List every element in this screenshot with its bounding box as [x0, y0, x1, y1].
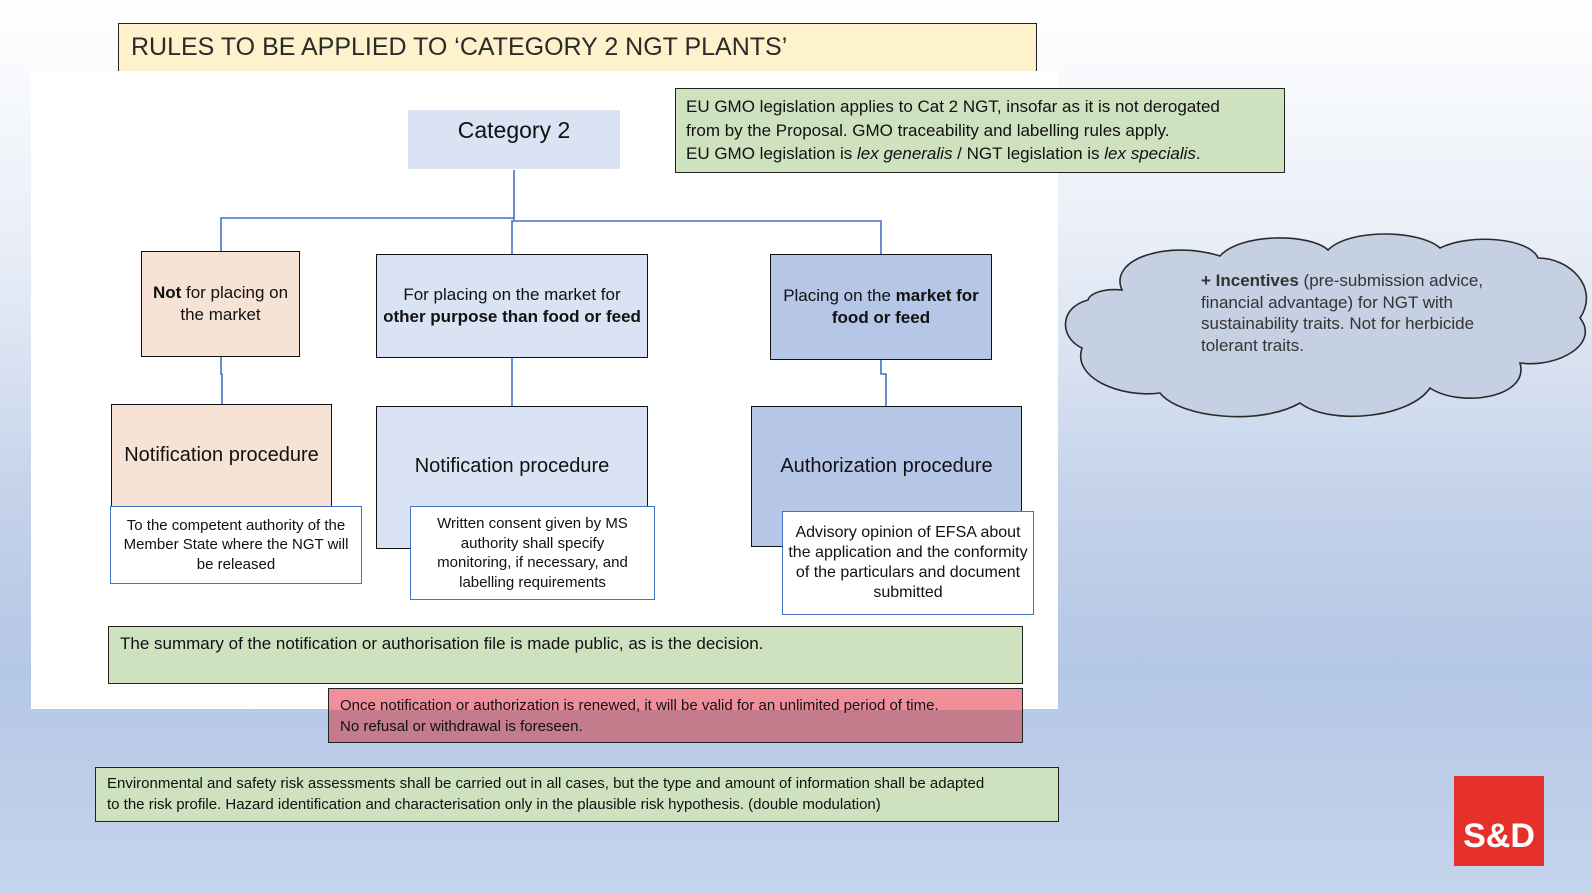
connector-branch3-down: [880, 359, 887, 406]
incentives-cloud-shape: [1064, 233, 1588, 418]
sd-logo: S&D: [1454, 776, 1544, 866]
gmo-legislation-note: EU GMO legislation applies to Cat 2 NGT,…: [675, 88, 1285, 173]
connector-branch1-down: [220, 357, 223, 404]
renewal-note: Once notification or authorization is re…: [328, 688, 1023, 743]
renewal-line-1: Once notification or authorization is re…: [340, 697, 939, 714]
branch-food-feed: Placing on the market for food or feed: [770, 254, 992, 360]
note-competent-authority: To the competent authority of the Member…: [110, 506, 362, 584]
gmo-note-line-2: from by the Proposal. GMO traceability a…: [686, 120, 1170, 140]
summary-public-note: The summary of the notification or autho…: [108, 626, 1023, 684]
risk-line-1: Environmental and safety risk assessment…: [107, 775, 985, 792]
note-efsa-opinion: Advisory opinion of EFSA about the appli…: [782, 511, 1034, 615]
renewal-line-2: No refusal or withdrawal is foreseen.: [340, 718, 583, 735]
incentives-cloud-text: + Incentives (pre-submission advice, fin…: [1201, 271, 1484, 355]
connector-horizontal-right: [511, 220, 882, 254]
procedure-notification-1: Notification procedure: [111, 404, 332, 510]
note-written-consent: Written consent given by MS authority sh…: [410, 506, 655, 600]
category-2-node: Category 2: [408, 110, 620, 169]
branch-not-for-market: Not for placing on the market: [141, 251, 300, 357]
slide-title: RULES TO BE APPLIED TO ‘CATEGORY 2 NGT P…: [118, 23, 1037, 72]
risk-line-2: to the risk profile. Hazard identificati…: [107, 795, 881, 813]
gmo-note-line-3: EU GMO legislation is lex generalis / NG…: [686, 144, 1201, 163]
risk-assessment-note: Environmental and safety risk assessment…: [95, 767, 1059, 822]
connector-horizontal: [220, 217, 514, 251]
gmo-note-line-1: EU GMO legislation applies to Cat 2 NGT,…: [686, 97, 1220, 116]
